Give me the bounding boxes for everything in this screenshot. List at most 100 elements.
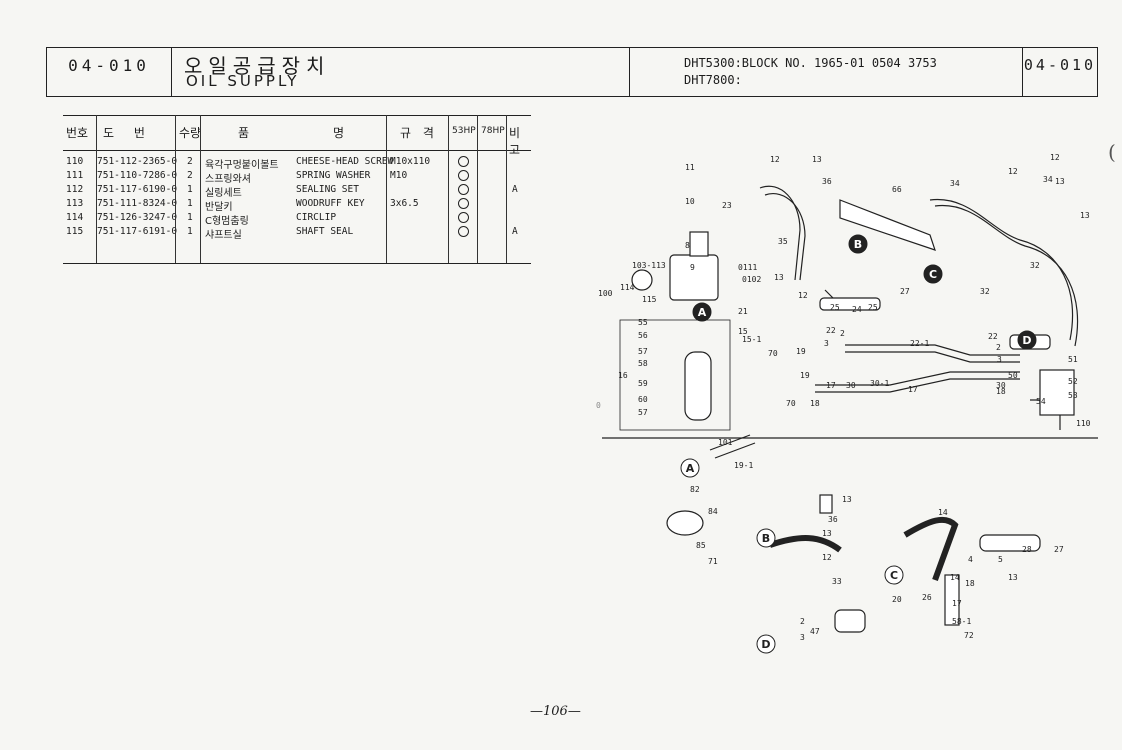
part-callout-label: 59 [638, 379, 648, 388]
cell-no: 110 [66, 156, 84, 167]
cell-qty: 1 [187, 212, 193, 223]
cell-spec: M10 [390, 170, 408, 181]
part-callout-label: 9 [944, 545, 949, 554]
part-callout-label: 47 [810, 627, 820, 636]
cell-note: A [512, 184, 518, 195]
part-callout-label: 57 [638, 347, 648, 356]
part-callout-label: 51 [1068, 355, 1078, 364]
part-callout-label: 33 [832, 577, 842, 586]
part-callout-label: 70 [786, 399, 796, 408]
detail-callout-a: A [680, 458, 700, 478]
part-callout-label: 36 [822, 177, 832, 186]
block-number: DHT5300:BLOCK NO. 1965-01 0504 3753 [684, 56, 937, 70]
pump-gear [631, 269, 653, 291]
pipe-32 [929, 198, 1074, 341]
part-callout-label: 3 [824, 339, 829, 348]
pipe-30b [815, 378, 1020, 393]
col-divider [175, 115, 176, 263]
part-callout-label: 3 [800, 633, 805, 642]
part-callout-label: 32 [1030, 261, 1040, 270]
part-callout-label: 2 [996, 343, 1001, 352]
svg-text:A: A [686, 462, 695, 475]
cell-qty: 2 [187, 156, 193, 167]
cell-name-en: WOODRUFF KEY [296, 198, 365, 209]
part-callout-label: 25 [868, 303, 878, 312]
part-callout-label: 25 [830, 303, 840, 312]
part-callout-label: 12 [1050, 153, 1060, 162]
part-callout-label: 22 [988, 332, 998, 341]
svg-text:B: B [762, 532, 770, 545]
part-callout-label: 12 [798, 291, 808, 300]
pipe-22-1 [845, 344, 1020, 356]
part-callout-label: 23 [722, 201, 732, 210]
part-callout-label: 110 [1076, 419, 1091, 428]
part-callout-label: 13 [774, 273, 784, 282]
bolt-110 [709, 434, 751, 451]
cell-name-en: SEALING SET [296, 184, 359, 195]
pipe-22-1b [845, 351, 1020, 363]
oil-filter [684, 351, 712, 421]
col-78hp: 78HP [481, 126, 505, 136]
part-callout-label: 17 [908, 385, 918, 394]
part-callout-label: 11 [685, 163, 695, 172]
col-part: 도 번 [103, 126, 153, 140]
part-callout-label: 13 [1008, 573, 1018, 582]
hose-36 [769, 535, 842, 553]
part-callout-label: 32 [980, 287, 990, 296]
part-callout-label: 24 [852, 305, 862, 314]
part-callout-label: 2 [800, 617, 805, 626]
part-callout-label: 72 [964, 631, 974, 640]
part-callout-label: 13 [822, 529, 832, 538]
part-callout-label: 114 [620, 283, 635, 292]
part-callout-label: 71 [708, 557, 718, 566]
title-english: OIL SUPPLY [186, 72, 300, 90]
cell-part: 751-126-3247-0 [97, 212, 178, 223]
cell-no: 112 [66, 184, 84, 195]
part-callout-label: 115 [642, 295, 657, 304]
part-callout-label: 12 [1008, 167, 1018, 176]
cell-name-ko: 샤프트실 [205, 230, 242, 241]
header-code-left-cell: 04-010 [47, 48, 172, 96]
part-callout-label: 66 [892, 185, 902, 194]
model-secondary: DHT7800: [684, 73, 742, 87]
part-callout-label: 22 [826, 326, 836, 335]
svg-text:D: D [1022, 334, 1031, 347]
mark-53hp [458, 212, 469, 223]
title-korean: 오일공급장치 [184, 54, 331, 78]
part-callout-label: 2 [840, 329, 845, 338]
mark-53hp [458, 156, 469, 167]
col-note: 비 고 [509, 126, 525, 157]
margin-mark: ( [1108, 140, 1116, 164]
part-callout-label: 27 [1054, 545, 1064, 554]
cell-part: 751-117-6190-0 [97, 184, 178, 195]
cell-part: 751-117-6191-0 [97, 226, 178, 237]
pipe-33 [903, 516, 959, 582]
cell-no: 115 [66, 226, 84, 237]
part-callout-label: 84 [708, 507, 718, 516]
cell-no: 113 [66, 198, 84, 209]
detail-callout-c: C [923, 264, 943, 284]
coupling-25 [819, 297, 881, 311]
svg-text:C: C [929, 268, 937, 281]
part-callout-label: 18 [965, 579, 975, 588]
part-callout-label: 0102 [742, 275, 761, 284]
part-callout-label: 82 [690, 485, 700, 494]
detail-callout-d: D [756, 634, 776, 654]
part-callout-label: 58-1 [952, 617, 971, 626]
col-divider [477, 115, 478, 263]
pump-block [689, 231, 709, 257]
section-code-left: 04-010 [68, 56, 150, 75]
part-callout-label: 55 [638, 318, 648, 327]
part-callout-label: 70 [768, 349, 778, 358]
cell-name-en: SPRING WASHER [296, 170, 371, 181]
col-divider [506, 115, 507, 263]
col-no: 번호 [66, 126, 89, 140]
part-callout-label: 17 [826, 381, 836, 390]
